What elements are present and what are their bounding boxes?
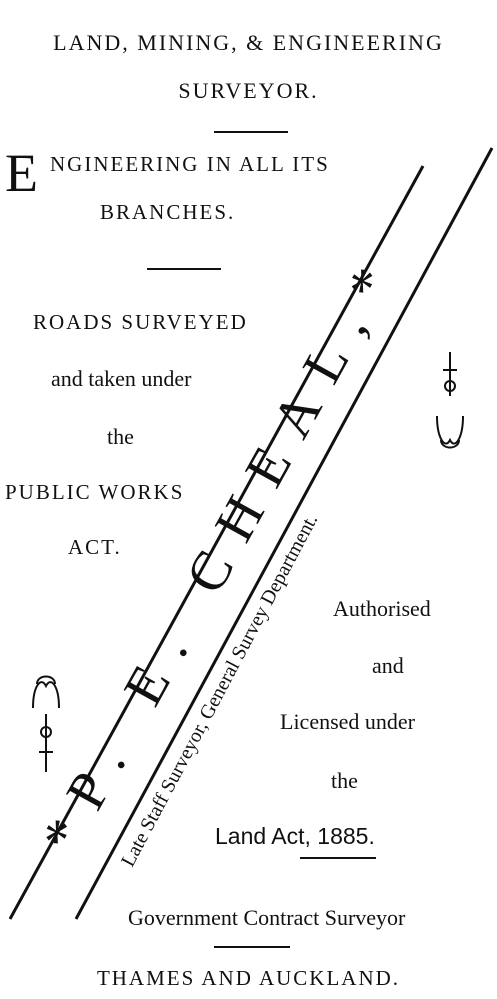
ornament-left-icon <box>29 670 63 772</box>
roads-line-5: ACT. <box>68 535 122 559</box>
engineering-line-2: BRANCHES. <box>100 200 236 224</box>
divider-2 <box>147 268 221 270</box>
engineering-line-1: NGINEERING IN ALL ITS <box>50 152 330 176</box>
contract-surveyor: Government Contract Surveyor <box>128 905 406 930</box>
footer-location: THAMES AND AUCKLAND. <box>96 966 401 990</box>
drop-cap-e: E <box>5 143 38 203</box>
authorised-line-3: Licensed under <box>280 709 415 734</box>
roads-line-1: ROADS SURVEYED <box>33 310 248 334</box>
surveyor-name: *P. E. CHEAL,* <box>30 239 414 864</box>
heading-line-2: SURVEYOR. <box>178 78 319 103</box>
roads-line-4: PUBLIC WORKS <box>5 480 185 504</box>
divider-1 <box>214 131 288 133</box>
heading-line-1: LAND, MINING, & ENGINEERING <box>53 30 444 55</box>
authorised-line-1: Authorised <box>333 596 431 621</box>
diagonal-line-bottom <box>74 147 494 920</box>
authorised-line-4: the <box>331 768 358 793</box>
roads-line-3: the <box>107 424 134 449</box>
roads-line-2: and taken under <box>51 366 192 391</box>
divider-4 <box>214 946 290 948</box>
authorised-line-2: and <box>372 653 404 678</box>
diagonal-line-top <box>8 165 425 920</box>
ornament-right-icon <box>433 352 467 456</box>
authorised-line-5: Land Act, 1885. <box>215 823 375 849</box>
divider-3 <box>300 857 376 859</box>
